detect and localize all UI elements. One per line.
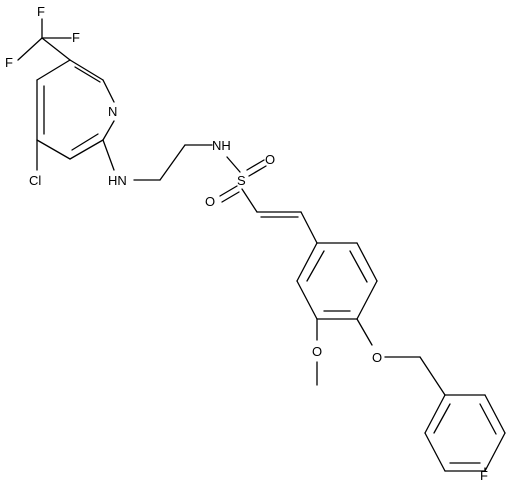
benzene-ring-central bbox=[296, 242, 378, 320]
bond bbox=[356, 280, 378, 320]
bond bbox=[159, 144, 186, 181]
sulfonyl-group bbox=[219, 159, 267, 213]
bond bbox=[69, 139, 104, 160]
atom-label-fluorine: F bbox=[480, 468, 488, 483]
atom-label-oxygen: O bbox=[205, 194, 215, 209]
bond bbox=[356, 242, 378, 282]
bond bbox=[226, 156, 241, 173]
bond bbox=[306, 250, 325, 282]
bond bbox=[102, 120, 115, 141]
bond bbox=[36, 59, 71, 81]
bond bbox=[74, 66, 101, 83]
bond bbox=[479, 403, 497, 435]
bond bbox=[419, 356, 446, 396]
bond bbox=[433, 403, 451, 434]
atom-label-oxygen: O bbox=[372, 350, 382, 365]
bond bbox=[71, 133, 99, 151]
bond bbox=[102, 139, 115, 171]
atom-label-amine: HN bbox=[108, 173, 127, 188]
fluorophenyl-ring bbox=[424, 394, 506, 472]
aminoethyl-linker bbox=[102, 139, 241, 181]
bond bbox=[17, 37, 43, 61]
bond bbox=[41, 37, 71, 61]
vinyl-group bbox=[256, 211, 318, 244]
bond bbox=[241, 188, 258, 213]
bond bbox=[246, 159, 265, 171]
bond bbox=[424, 394, 446, 434]
pyridine-ring bbox=[36, 59, 115, 160]
bond bbox=[296, 280, 318, 320]
atom-label-amine: NH bbox=[212, 138, 231, 153]
bond bbox=[484, 394, 506, 434]
bond bbox=[300, 211, 318, 244]
bond bbox=[219, 185, 238, 197]
bond bbox=[484, 432, 506, 472]
atom-label-oxygen: O bbox=[265, 152, 275, 167]
bond bbox=[248, 165, 267, 177]
bond bbox=[296, 242, 318, 282]
trifluoromethyl-group bbox=[17, 18, 72, 61]
bond bbox=[102, 79, 115, 103]
atom-label-fluorine: F bbox=[72, 30, 80, 45]
bond bbox=[221, 191, 240, 203]
atom-label-sulfur: S bbox=[237, 173, 246, 188]
atom-label-nitrogen: N bbox=[108, 104, 117, 119]
bond bbox=[424, 432, 446, 472]
benzyloxy-linker bbox=[356, 318, 446, 396]
bond bbox=[356, 318, 373, 346]
atom-label-chlorine: Cl bbox=[29, 173, 41, 188]
atom-label-fluorine: F bbox=[37, 4, 45, 19]
atom-label-fluorine: F bbox=[5, 55, 13, 70]
bond bbox=[69, 59, 104, 81]
atom-label-oxygen: O bbox=[312, 344, 322, 359]
bond bbox=[349, 250, 368, 283]
bond bbox=[36, 139, 71, 160]
